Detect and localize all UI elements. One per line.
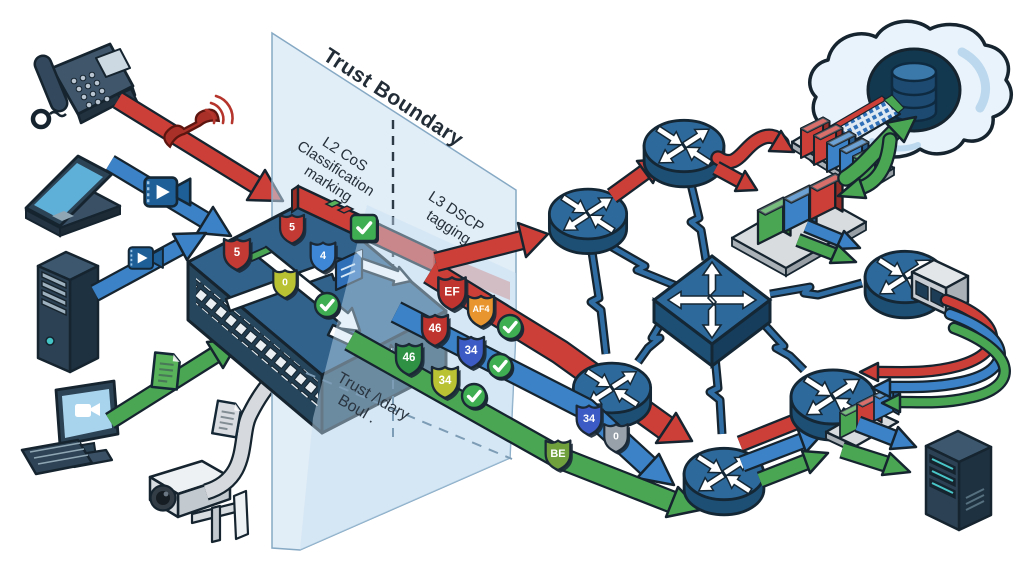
svg-text:AF4: AF4 — [472, 304, 489, 314]
svg-text:0: 0 — [282, 278, 288, 289]
dscp-badge-video-34: 34 — [456, 335, 488, 373]
svg-text:46: 46 — [429, 323, 442, 335]
multilayer-switch-core — [652, 254, 772, 368]
data-document-icon — [150, 351, 182, 391]
device-keyboard — [20, 438, 94, 476]
cos-badge-video: 4 — [309, 241, 339, 277]
svg-text:5: 5 — [234, 247, 241, 259]
svg-text:0: 0 — [613, 432, 619, 443]
device-laptop — [24, 154, 122, 238]
dscp-badge-ef: EF — [437, 276, 470, 315]
router2-to-queue1-arrow — [710, 128, 796, 170]
blue-packet-on-switch — [334, 248, 364, 292]
from-cloud-green-arrow — [836, 132, 898, 200]
server-vents — [965, 488, 985, 511]
wan-to-pe-ribbons — [858, 293, 1011, 414]
core-links — [586, 178, 864, 435]
packet-cube-green — [324, 199, 343, 208]
dscp-badge-video-46: 46 — [420, 313, 452, 351]
dscp-badge-be: BE — [544, 439, 574, 475]
marking-check-voice-band — [349, 213, 381, 246]
video-camera-icon-2 — [127, 246, 164, 270]
device-server-tower — [36, 250, 100, 374]
dscp-badge-af4: AF4 — [466, 294, 498, 332]
server-power-led — [45, 336, 55, 346]
svg-text:4: 4 — [320, 250, 326, 262]
switch-ports — [196, 278, 318, 407]
dscp-badge-core-0: 0 — [603, 423, 632, 456]
queue2-to-wan-arrows — [795, 219, 862, 265]
dscp-badge-data-34: 34 — [430, 365, 462, 403]
phone-screen — [95, 48, 131, 78]
laptop-screen — [34, 163, 103, 219]
svg-text:34: 34 — [439, 375, 452, 387]
laptop-trackpad — [52, 211, 74, 221]
svg-text:46: 46 — [403, 352, 416, 364]
svg-text:34: 34 — [465, 345, 478, 357]
untrusted-document-icon — [211, 399, 243, 439]
video-call-icon — [75, 403, 100, 417]
pe-to-server-arrows — [839, 415, 918, 477]
phone-cord-loop — [30, 108, 52, 130]
server-drive-bays — [41, 270, 67, 317]
packet-cube-red — [336, 205, 355, 214]
device-ip-phone — [30, 42, 140, 130]
phone-cord — [49, 110, 67, 118]
video-camera-icon-1 — [143, 176, 192, 208]
uplink-voice-arrow — [433, 221, 550, 272]
dscp-badge-core-34: 34 — [575, 404, 605, 440]
device-desktop-monitor — [20, 379, 120, 476]
cos-badge-voice-rear: 5 — [278, 213, 308, 248]
flow-video-arrow-2 — [90, 231, 208, 302]
dscp-badge-data-46: 46 — [394, 342, 426, 380]
plane-fold-dashed — [305, 372, 513, 460]
svg-text:5: 5 — [289, 222, 295, 234]
svg-text:34: 34 — [583, 413, 595, 425]
phone-keypad — [70, 71, 111, 109]
router2-to-queue2-arrow — [712, 161, 759, 193]
cos-badge-data: 0 — [272, 269, 301, 302]
svg-text:EF: EF — [444, 284, 459, 298]
cos-badge-voice: 5 — [222, 237, 254, 275]
svg-text:BE: BE — [550, 448, 565, 460]
voice-handset-icon — [163, 94, 234, 149]
device-datacenter-server — [924, 429, 993, 532]
server-bays — [929, 453, 956, 500]
